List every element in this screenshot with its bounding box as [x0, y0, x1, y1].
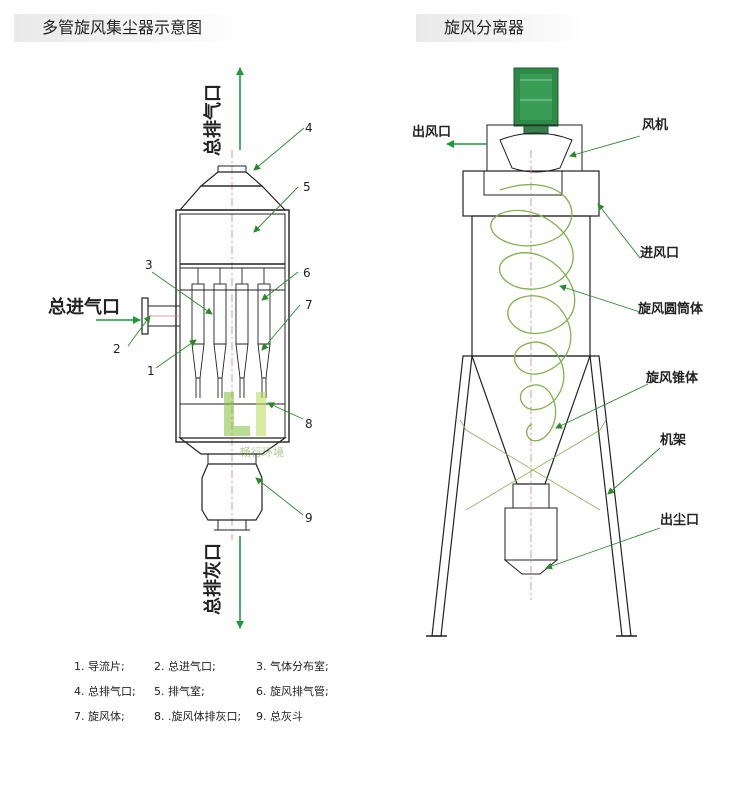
- callout-8: 8: [305, 417, 313, 431]
- label-dust-outlet: 出尘口: [660, 512, 699, 528]
- label-air-outlet: 出风口: [412, 124, 451, 140]
- callout-7: 7: [305, 298, 313, 312]
- callout-3: 3: [145, 258, 153, 272]
- callout-5: 5: [303, 180, 311, 194]
- legend-item: 2. 总进气口;: [154, 660, 216, 673]
- left-leader-lines: [127, 127, 305, 516]
- cyclone-spiral: [490, 184, 576, 442]
- legend-item: 7. 旋风体;: [74, 710, 125, 723]
- label-main-inlet: 总进气口: [48, 296, 120, 318]
- cyclone-tubes: [191, 268, 271, 398]
- legend-item: 9. 总灰斗: [256, 710, 303, 723]
- legend-item: 5. 排气室;: [154, 685, 205, 698]
- label-air-inlet: 进风口: [640, 246, 679, 261]
- legend-item: 6. 旋风排气管;: [256, 685, 329, 698]
- label-ash-outlet: 总排灰口: [202, 543, 224, 615]
- watermark-logo: 畅行环境: [224, 392, 284, 459]
- label-cylinder: 旋风圆筒体: [637, 301, 704, 317]
- label-frame: 机架: [660, 432, 686, 448]
- cyclone-separator-drawing: [426, 67, 637, 637]
- right-leader-lines: [545, 135, 661, 570]
- callout-1: 1: [147, 364, 155, 378]
- callout-6: 6: [303, 266, 311, 280]
- label-cone: 旋风锥体: [645, 370, 699, 386]
- label-exhaust-outlet: 总排气口: [202, 84, 224, 156]
- legend-item: 8. .旋风体排灰口;: [154, 710, 242, 723]
- legend-row: 4. 总排气口; 5. 排气室; 6. 旋风排气管;: [74, 681, 374, 706]
- callout-9: 9: [305, 511, 313, 525]
- legend-item: 1. 导流片;: [74, 660, 125, 673]
- flow-arrows: [96, 67, 244, 629]
- diagram-title-cyclone: 旋风分离器: [416, 14, 584, 42]
- watermark-text: 畅行环境: [240, 445, 284, 459]
- callout-4: 4: [305, 121, 313, 135]
- legend-row: 7. 旋风体; 8. .旋风体排灰口; 9. 总灰斗: [74, 706, 374, 731]
- legend-item: 3. 气体分布室;: [256, 660, 329, 673]
- label-fan: 风机: [642, 117, 668, 133]
- callout-2: 2: [113, 342, 121, 356]
- legend-item: 4. 总排气口;: [74, 685, 136, 698]
- diagram-title-multi-tube: 多管旋风集尘器示意图: [14, 14, 246, 42]
- multi-tube-collector-drawing: [141, 150, 290, 540]
- parts-legend: 1. 导流片; 2. 总进气口; 3. 气体分布室; 4. 总排气口; 5. 排…: [74, 656, 374, 731]
- legend-row: 1. 导流片; 2. 总进气口; 3. 气体分布室;: [74, 656, 374, 681]
